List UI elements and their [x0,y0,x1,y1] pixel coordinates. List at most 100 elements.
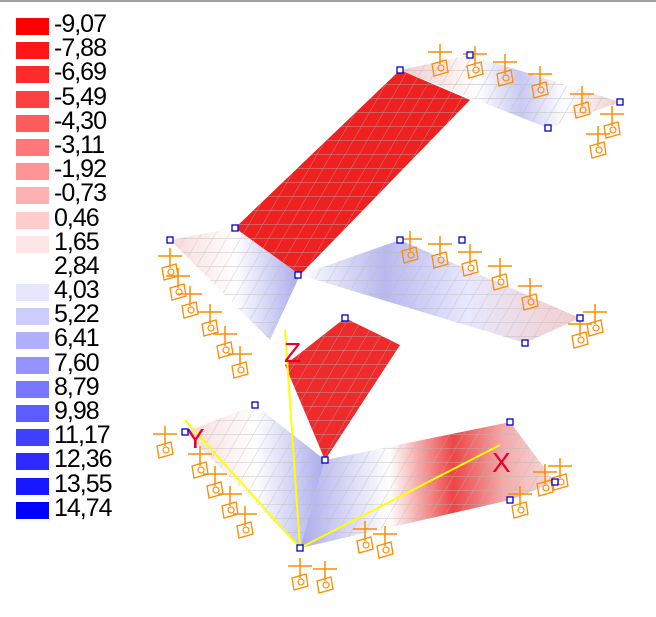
support-symbol [178,286,202,319]
support-symbol [203,466,227,499]
legend-swatch [16,66,49,84]
node-marker [396,236,404,244]
legend-entry: -4,30 [14,106,164,135]
support-symbol [458,244,482,277]
legend-entry: 11,17 [14,421,164,450]
legend-label: 5,22 [54,300,100,329]
legend-label: -6,69 [54,58,107,87]
node-marker [231,224,239,232]
legend-entry: -6,69 [14,58,164,87]
node-marker [251,401,259,409]
support-symbol [353,521,377,554]
legend-label: -4,30 [54,106,107,135]
node-marker [506,496,514,504]
legend-swatch [16,501,49,519]
legend-swatch [16,138,49,156]
x-axis-label: X [492,447,511,478]
legend-label: 14,74 [54,493,113,522]
legend-entry: -5,49 [14,84,164,109]
legend-entry: -9,07 [14,10,164,38]
left-middle-landing-mesh [170,228,300,340]
legend-entry: 6,41 [14,324,164,353]
support-symbol [166,268,190,301]
legend-entry: -0,73 [14,181,164,206]
support-symbol [508,486,532,519]
coordinate-axes [184,329,501,549]
legend-swatch [16,429,49,447]
support-symbol [228,346,252,379]
support-symbol [218,486,242,519]
support-symbol [288,558,312,591]
legend-label: -7,88 [54,34,107,63]
node-marker [616,98,624,106]
support-symbol [198,304,222,337]
legend-entry: 2,84 [14,253,164,278]
legend-entry: 14,74 [14,493,164,522]
node-marker [576,314,584,322]
legend-swatch [16,18,49,35]
legend-label: -1,92 [54,155,107,184]
support-symbols [153,44,624,594]
legend-entry: -7,88 [14,34,164,63]
legend-label: 0,46 [54,203,100,232]
node-marker [166,236,174,244]
legend-swatch [16,356,49,374]
legend-entry: -1,92 [14,155,164,184]
node-marker [396,66,404,74]
node-marker [466,51,474,59]
node-marker [544,124,552,132]
x-axis-line [299,444,501,549]
legend-entry: 13,55 [14,471,164,496]
node-marker [296,544,304,552]
legend-swatch [16,453,49,471]
legend-label: -9,07 [54,10,107,38]
top-border [0,0,656,2]
legend-swatch [16,284,49,302]
legend-label: -3,11 [54,130,105,159]
legend-label: 8,79 [54,372,100,401]
support-symbol [428,44,452,77]
support-symbol [428,236,452,269]
bottom-landing-mesh [300,422,555,548]
y-axis-line [184,419,301,549]
lower-flight-mesh [285,318,400,460]
node-markers [166,51,624,552]
legend-label: 1,65 [54,227,100,256]
legend-swatch [16,405,49,422]
legend-label: 12,36 [54,445,113,474]
legend-swatch [16,211,49,229]
support-symbol [233,506,257,539]
legend-entry: 0,46 [14,203,164,232]
support-symbol [518,278,542,311]
support-symbol [213,326,237,359]
node-marker [341,314,349,322]
legend-entry: 7,60 [14,348,164,377]
y-axis-label: Y [186,423,205,454]
node-marker [181,428,189,436]
support-symbol [528,66,552,99]
legend-label: 7,60 [54,348,100,377]
node-marker [551,478,559,486]
legend-swatch [16,477,49,495]
legend-swatch [16,332,49,350]
support-symbol [586,126,610,159]
node-marker [506,418,514,426]
support-symbol [583,304,607,337]
legend-label: 11,17 [54,421,111,450]
legend-entry: 1,65 [14,227,164,256]
node-marker [458,236,466,244]
legend-label: 4,03 [54,276,100,305]
node-marker [321,456,329,464]
legend-entry: 5,22 [14,300,164,329]
support-symbol [533,464,557,497]
color-scale-legend: -9,07-7,88-6,69-5,49-4,30-3,11-1,92-0,73… [14,12,164,520]
legend-label: 9,98 [54,397,100,425]
lower-left-landing-mesh [185,405,325,548]
support-symbol [570,86,594,119]
node-marker [294,271,302,279]
support-symbol [548,458,572,491]
legend-label: 6,41 [54,324,100,353]
z-axis-line [284,329,301,549]
legend-swatch [16,235,49,253]
